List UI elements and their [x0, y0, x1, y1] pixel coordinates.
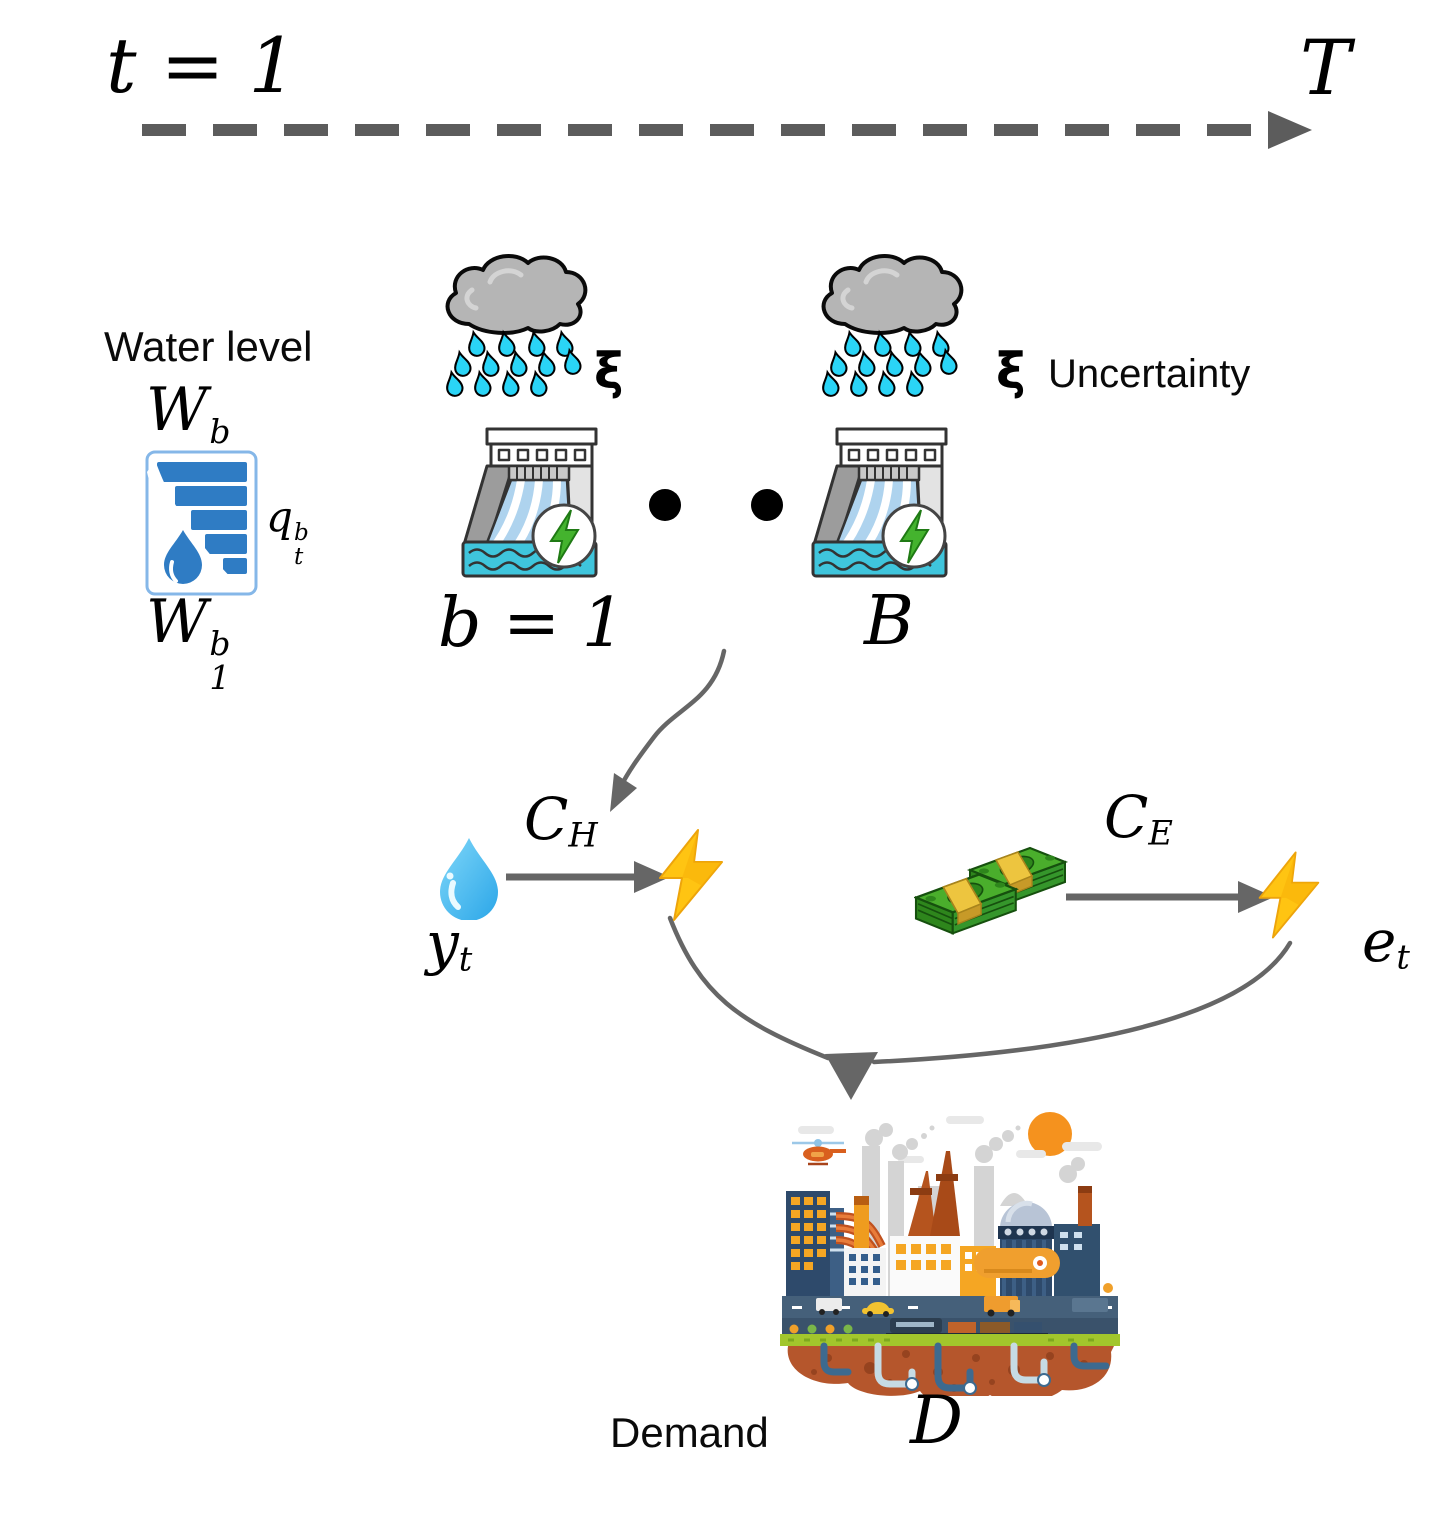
electricity-bolt-icon: [1258, 851, 1320, 939]
timeline-arrowhead: [1268, 111, 1312, 149]
timeline-arrow: [142, 111, 1312, 149]
last-plant-label: B: [864, 582, 914, 661]
raindrops: [442, 329, 583, 399]
grass-strip: [780, 1334, 1120, 1346]
xi-symbol-second: ξ: [996, 342, 1026, 400]
rain-cloud-icon: [818, 253, 964, 399]
green-bolt-icon: [549, 509, 580, 564]
underground: [787, 1342, 1114, 1396]
uncertainty-label: Uncertainty: [1048, 352, 1251, 396]
water-drop-icon: [440, 838, 498, 920]
xi-symbol-first: ξ: [594, 342, 624, 400]
rain-cloud-icon: [442, 253, 588, 399]
water-gauge-icon: [145, 450, 258, 596]
first-plant-label: b = 1: [438, 584, 625, 663]
raindrops: [818, 329, 959, 399]
demand-symbol: D: [910, 1382, 963, 1459]
hydro-flow-symbol: yt: [426, 909, 473, 979]
helicopter-icon: [792, 1139, 846, 1166]
sun-icon: [1028, 1112, 1072, 1156]
trees: [789, 1283, 1113, 1334]
timeline-start-label: t = 1: [106, 21, 297, 110]
hydro-cost-symbol: CH: [524, 785, 598, 855]
electricity-bolt-icon: [659, 829, 723, 921]
buildings: [786, 1151, 1100, 1296]
water-level-label: Water level: [104, 323, 313, 370]
green-bolt-icon: [899, 509, 930, 564]
market-cost-arrow: [1066, 881, 1274, 913]
demand-label: Demand: [610, 1409, 769, 1456]
hydro-dam-icon: [811, 427, 948, 578]
money-icon: [914, 846, 1067, 935]
hydro-cost-arrow: [506, 861, 670, 893]
market-flow-symbol: et: [1362, 907, 1410, 977]
dams-to-hydro-arrow: [610, 648, 727, 812]
ellipsis-dot: [649, 489, 681, 521]
market-cost-symbol: CE: [1104, 783, 1173, 853]
ellipsis-dot: [751, 489, 783, 521]
timeline-end-label: T: [1300, 23, 1351, 112]
vehicles: [816, 1296, 1108, 1317]
hydro-dam-icon: [461, 427, 598, 578]
city-icon: [780, 1112, 1120, 1396]
